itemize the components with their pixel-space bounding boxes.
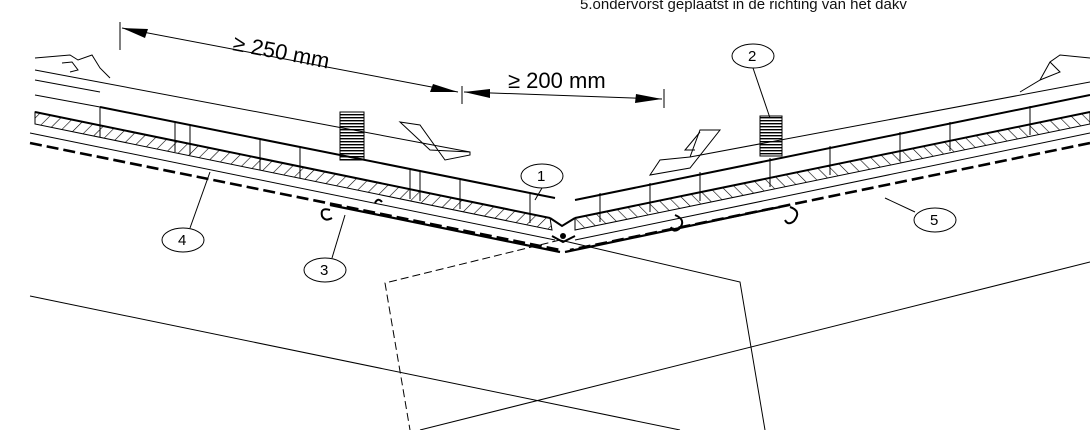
right-tile-end <box>648 129 722 176</box>
left-clip-hook <box>320 208 333 221</box>
left-tile-end <box>398 121 471 161</box>
left-tile-top <box>34 54 111 79</box>
right-clip-hook <box>670 214 684 232</box>
callout-3: 3 <box>303 214 347 283</box>
svg-text:3: 3 <box>320 262 328 279</box>
dimension-gap: ≥ 200 mm <box>461 68 665 108</box>
right-roof-slope <box>564 54 1090 254</box>
callout-5: 5 <box>884 197 957 233</box>
valley-centre <box>549 217 576 244</box>
caption-text: 5.ondervorst geplaatst in de richting va… <box>580 0 907 13</box>
callout-2: 2 <box>731 43 775 119</box>
left-counter-batten <box>339 111 365 161</box>
left-roof-slope <box>29 54 561 254</box>
svg-text:4: 4 <box>178 232 186 249</box>
dimension-gap-label: ≥ 200 mm <box>508 68 606 93</box>
svg-text:2: 2 <box>748 48 756 65</box>
right-counter-batten <box>759 115 783 157</box>
valley-rafter-outline <box>384 239 561 430</box>
dimension-overlap: ≥ 250 mm <box>119 22 459 93</box>
callout-4: 4 <box>161 171 211 253</box>
callout-1: 1 <box>520 163 564 201</box>
right-clip-hook-2 <box>784 206 799 225</box>
svg-text:5: 5 <box>930 212 938 229</box>
rafter-structure <box>29 239 1090 430</box>
left-batten-layer <box>34 111 553 231</box>
dimension-overlap-label: ≥ 250 mm <box>231 30 332 73</box>
svg-text:1: 1 <box>537 168 545 185</box>
